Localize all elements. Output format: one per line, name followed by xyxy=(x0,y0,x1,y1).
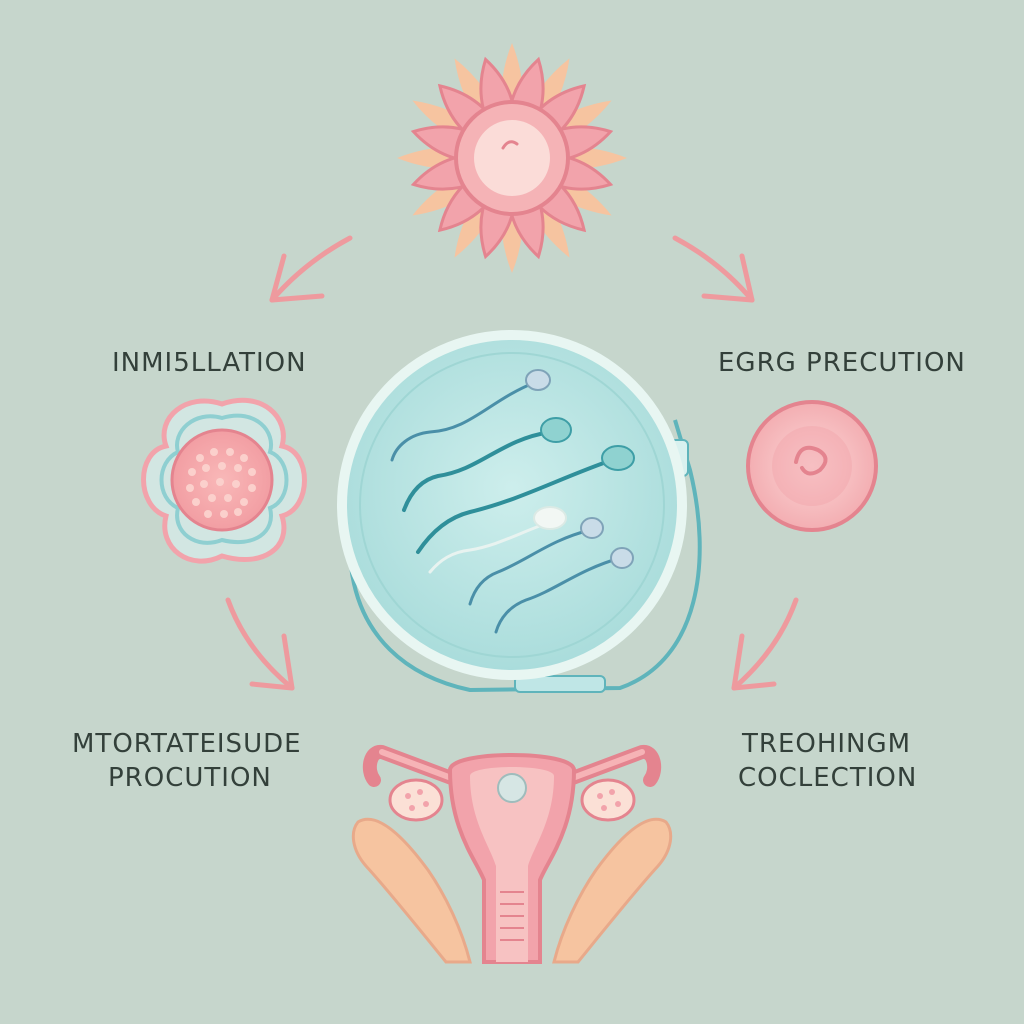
sperm-dish-icon xyxy=(337,330,702,693)
label-bottom-left-line1: MTORTATEISUDE xyxy=(72,729,302,759)
uterus-hands-icon xyxy=(351,745,673,964)
label-bottom-right: TREOHINGM COCLECTION xyxy=(738,727,917,795)
flower-egg-icon xyxy=(397,43,627,273)
right-ovary xyxy=(580,778,636,822)
arrow-top-right-icon xyxy=(672,235,755,303)
left-hand xyxy=(351,817,472,964)
right-hand xyxy=(552,817,673,964)
label-bottom-right-line2: COCLECTION xyxy=(738,763,918,793)
label-top-right-text: EGRG PRECUTION xyxy=(718,348,966,378)
flower-egg xyxy=(474,120,550,196)
label-top-right: EGRG PRECUTION xyxy=(718,346,966,380)
left-ovary xyxy=(388,778,444,822)
arrow-top-left-icon xyxy=(269,235,353,303)
label-top-left: INMI5LLATION xyxy=(112,346,307,380)
label-bottom-left-line2: PROCUTION xyxy=(108,763,272,793)
follicle-dots xyxy=(186,448,256,518)
uterus-egg xyxy=(497,773,527,803)
label-bottom-right-line1: TREOHINGM xyxy=(742,729,912,759)
cycle-arrows xyxy=(225,235,799,691)
sperm-cells xyxy=(390,369,635,634)
arrow-bottom-left-icon xyxy=(225,597,295,691)
label-bottom-left: MTORTATEISUDE PROCUTION xyxy=(72,727,302,795)
arrow-bottom-right-icon xyxy=(731,597,799,691)
label-top-left-text: INMI5LLATION xyxy=(112,348,307,378)
egg-cell-icon xyxy=(746,400,878,532)
follicle-cell-icon xyxy=(141,397,307,564)
